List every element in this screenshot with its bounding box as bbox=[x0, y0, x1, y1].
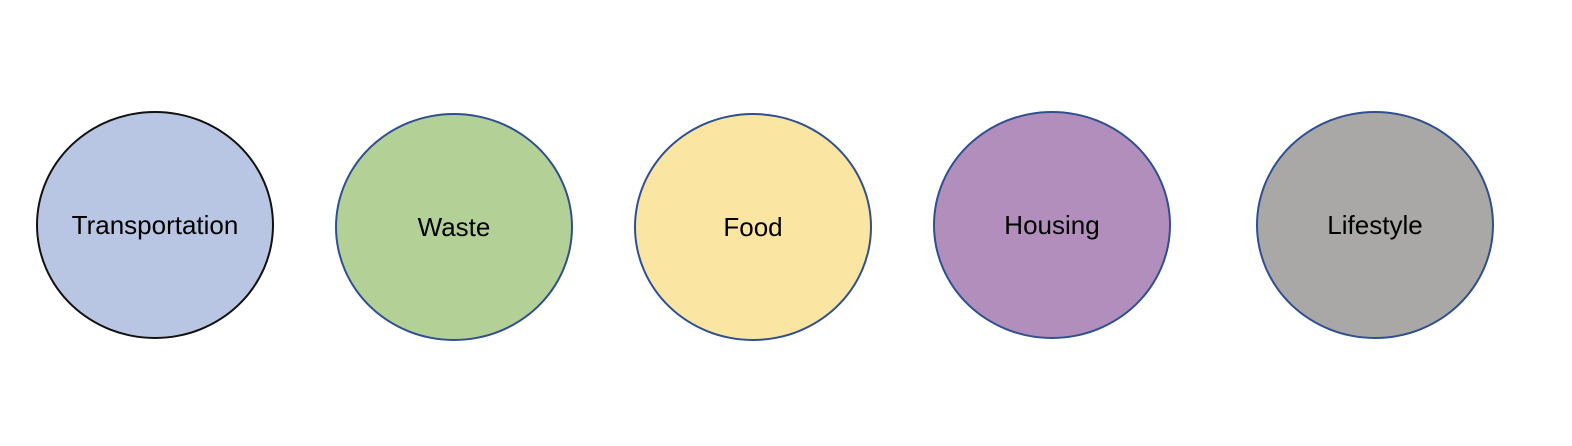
node-label: Transportation bbox=[71, 209, 239, 240]
node-food: Food bbox=[634, 113, 872, 341]
node-waste: Waste bbox=[335, 113, 573, 341]
node-transportation: Transportation bbox=[36, 111, 274, 339]
node-lifestyle: Lifestyle bbox=[1256, 111, 1494, 339]
node-label: Waste bbox=[417, 211, 491, 242]
node-label: Food bbox=[723, 211, 783, 242]
node-label: Lifestyle bbox=[1327, 209, 1423, 240]
node-housing: Housing bbox=[933, 111, 1171, 339]
node-label: Housing bbox=[1004, 209, 1100, 240]
